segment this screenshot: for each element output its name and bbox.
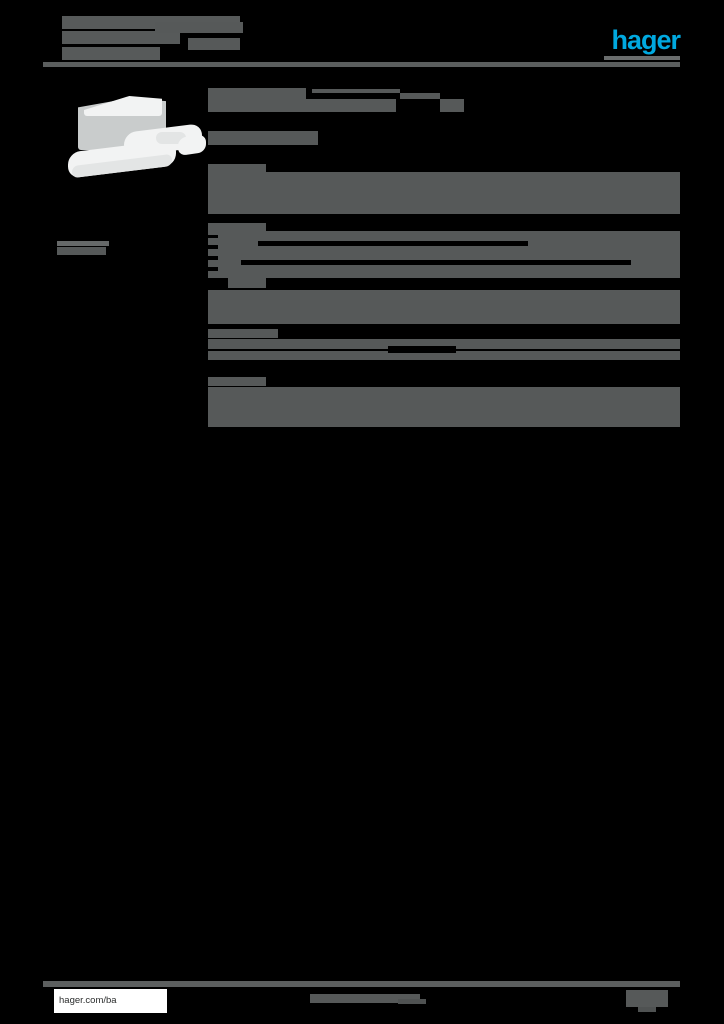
table-row-marker-1 bbox=[208, 238, 218, 245]
spec-body-block bbox=[208, 172, 680, 214]
heading-chip-a bbox=[208, 88, 306, 99]
table-row-marker-2 bbox=[208, 249, 218, 256]
header-subtitle-alt bbox=[188, 38, 240, 50]
heading-chip-c bbox=[400, 93, 440, 99]
section-details-table bbox=[208, 222, 680, 327]
sidebar-note-line-1 bbox=[57, 241, 109, 246]
spec-section-label bbox=[208, 164, 266, 172]
product-part-tab bbox=[178, 134, 206, 156]
logo-underbar bbox=[604, 56, 680, 60]
notes-row-1-marker bbox=[212, 339, 236, 349]
footer-page-number bbox=[626, 990, 668, 1007]
table-band bbox=[218, 231, 680, 278]
notes-leader-1 bbox=[388, 346, 456, 353]
section-product-heading bbox=[208, 88, 680, 164]
header-subtitle bbox=[155, 22, 243, 33]
table-row-marker-3 bbox=[208, 260, 218, 267]
section-heading bbox=[208, 99, 396, 112]
section-notes bbox=[208, 327, 680, 377]
footer-url[interactable]: hager.com/ba bbox=[54, 989, 167, 1013]
notes-section-label bbox=[208, 329, 278, 338]
sidebar-note-line-2 bbox=[57, 247, 106, 255]
footer-divider bbox=[43, 981, 680, 987]
section-specification bbox=[208, 164, 680, 222]
section-final bbox=[208, 377, 680, 432]
final-section-label bbox=[208, 377, 266, 386]
table-leader-1 bbox=[258, 241, 528, 246]
footer-center-text bbox=[310, 994, 420, 1003]
footer-page-number-2 bbox=[638, 1007, 656, 1012]
table-leader-2 bbox=[241, 260, 631, 265]
page-title-line-2 bbox=[62, 31, 180, 44]
heading-chip-d bbox=[440, 99, 464, 112]
page-title-line-3 bbox=[62, 47, 160, 60]
notes-row-1 bbox=[208, 339, 680, 349]
final-body-block bbox=[208, 387, 680, 427]
table-footer-band bbox=[208, 290, 680, 324]
header-divider bbox=[43, 62, 680, 67]
notes-row-2 bbox=[208, 351, 680, 360]
product-image bbox=[56, 88, 206, 188]
hager-logo: hager bbox=[611, 25, 681, 55]
sub-heading bbox=[208, 131, 318, 145]
table-row-marker-4 bbox=[208, 271, 218, 278]
heading-chip-b bbox=[312, 89, 400, 93]
page-title bbox=[62, 16, 252, 62]
main-content bbox=[208, 88, 680, 432]
table-sub-label bbox=[228, 278, 266, 288]
footer-center-text-2 bbox=[398, 999, 426, 1004]
